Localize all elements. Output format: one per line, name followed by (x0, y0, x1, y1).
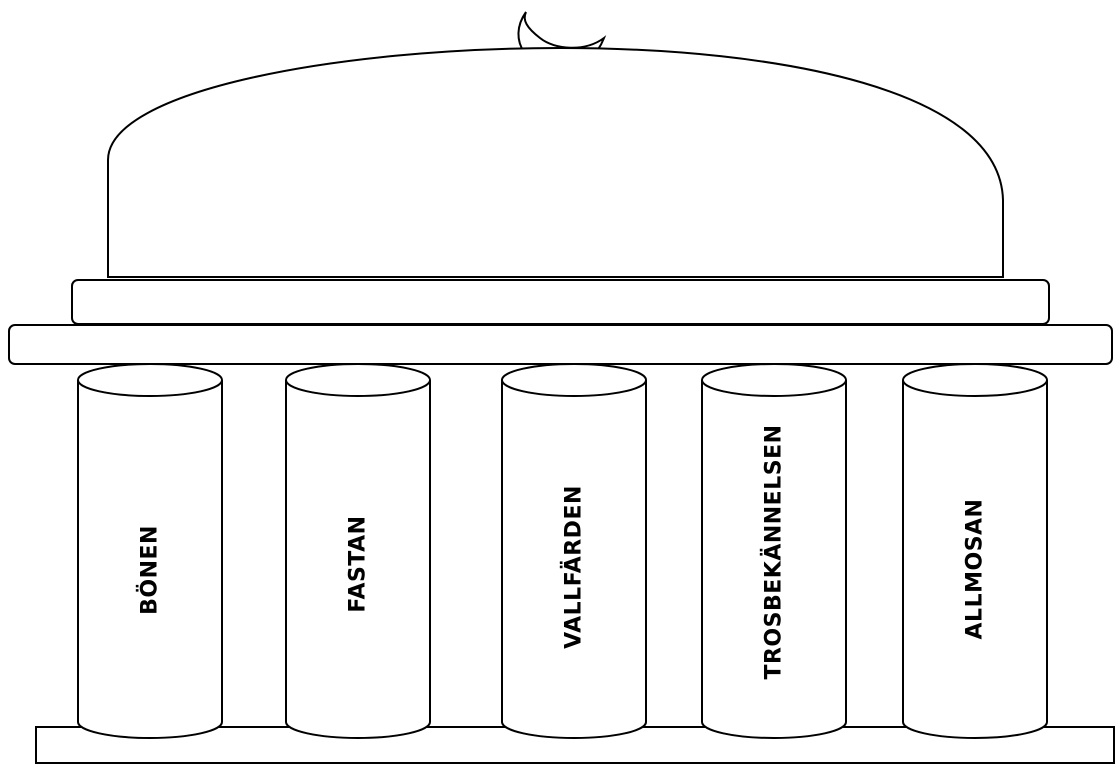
pillar-label: ALLMOSAN (963, 499, 988, 640)
pillar: FASTAN (285, 363, 431, 739)
pillar-body (701, 380, 847, 739)
pillar-body (501, 380, 647, 739)
pillar-label: TROSBEKÄNNELSEN (761, 424, 787, 679)
dome-base (71, 279, 1050, 325)
pillar-label: BÖNEN (137, 525, 163, 615)
pillar-label: VALLFÄRDEN (561, 485, 587, 649)
pillar: TROSBEKÄNNELSEN (701, 363, 847, 739)
dome (107, 46, 1004, 278)
upper-beam (8, 324, 1113, 365)
pillar-top (701, 363, 847, 397)
pillar-top (285, 363, 431, 397)
pillar: BÖNEN (77, 363, 223, 739)
pillar: ALLMOSAN (902, 363, 1048, 739)
pillar-label: FASTAN (346, 515, 371, 612)
pillar-top (501, 363, 647, 397)
pillar-body (285, 380, 431, 739)
pillar-top (902, 363, 1048, 397)
pillar: VALLFÄRDEN (501, 363, 647, 739)
pillar-top (77, 363, 223, 397)
pillar-body (902, 380, 1048, 739)
pillar-body (77, 380, 223, 739)
